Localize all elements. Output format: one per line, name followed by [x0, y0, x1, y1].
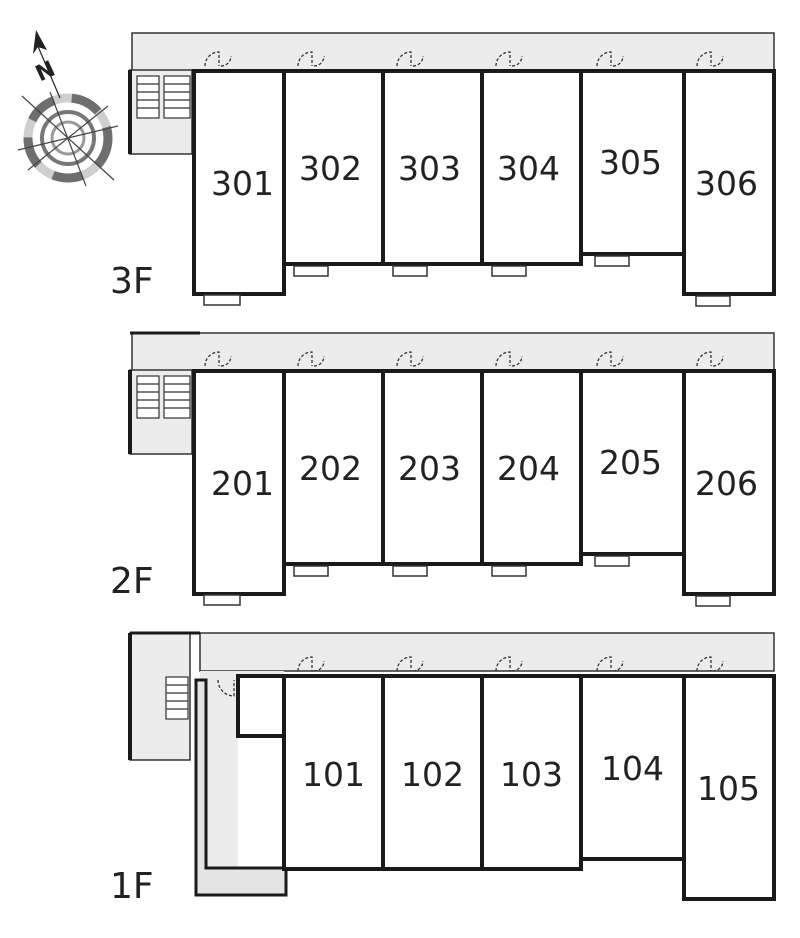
- balcony-305: [594, 255, 630, 267]
- floor-2f: 201 202 203 204 205 206 2F: [110, 331, 776, 607]
- room-label: 203: [398, 449, 461, 488]
- staircase: [136, 375, 191, 419]
- unit-203: [381, 369, 484, 566]
- balcony-306: [695, 295, 731, 307]
- door-icon: [204, 351, 724, 367]
- room-label: 102: [401, 755, 464, 794]
- floor-label: 3F: [110, 261, 154, 302]
- unit-205: [579, 369, 686, 556]
- room-label: 101: [302, 755, 365, 794]
- room-label: 201: [211, 464, 274, 503]
- room-label: 304: [497, 149, 560, 188]
- room-label: 103: [500, 755, 563, 794]
- balcony-205: [594, 555, 630, 567]
- balcony-201: [203, 594, 241, 606]
- staircase: [165, 676, 189, 720]
- unit-306: [682, 69, 776, 296]
- balcony-202: [293, 565, 329, 577]
- door-icon: [217, 656, 724, 697]
- balcony-203: [392, 565, 428, 577]
- balcony-206: [695, 595, 731, 607]
- balcony-303: [392, 265, 428, 277]
- balcony-304: [491, 265, 527, 277]
- floor-1f: 101 102 103 104 105 1F: [110, 631, 776, 907]
- floor-label: 1F: [110, 866, 154, 907]
- unit-206: [682, 369, 776, 596]
- room-label: 301: [211, 164, 274, 203]
- unit-304: [480, 69, 583, 266]
- room-label: 302: [299, 149, 362, 188]
- unit-305: [579, 69, 686, 256]
- floor-label: 2F: [110, 561, 154, 602]
- room-label: 303: [398, 149, 461, 188]
- room-label: 205: [599, 443, 662, 482]
- floor-3f: 301 302 303 304 305 306 3F: [110, 32, 776, 307]
- staircase: [136, 75, 191, 119]
- balcony-302: [293, 265, 329, 277]
- balcony-301: [203, 294, 241, 306]
- unit-101: [282, 674, 385, 871]
- door-icon: [204, 51, 724, 67]
- room-label: 204: [497, 449, 560, 488]
- compass-icon: N: [17, 30, 119, 187]
- room-label: 105: [697, 769, 760, 808]
- unit-302: [282, 69, 385, 266]
- unit-301: [192, 69, 286, 296]
- unit-202: [282, 369, 385, 566]
- room-label: 206: [695, 464, 758, 503]
- unit-105: [682, 674, 776, 901]
- room-label: 202: [299, 449, 362, 488]
- storage-room: [236, 674, 286, 738]
- unit-303: [381, 69, 484, 266]
- room-label: 306: [695, 164, 758, 203]
- balcony-204: [491, 565, 527, 577]
- room-label: 104: [601, 749, 664, 788]
- unit-104: [579, 674, 686, 861]
- north-label: N: [32, 57, 59, 87]
- room-label: 305: [599, 143, 662, 182]
